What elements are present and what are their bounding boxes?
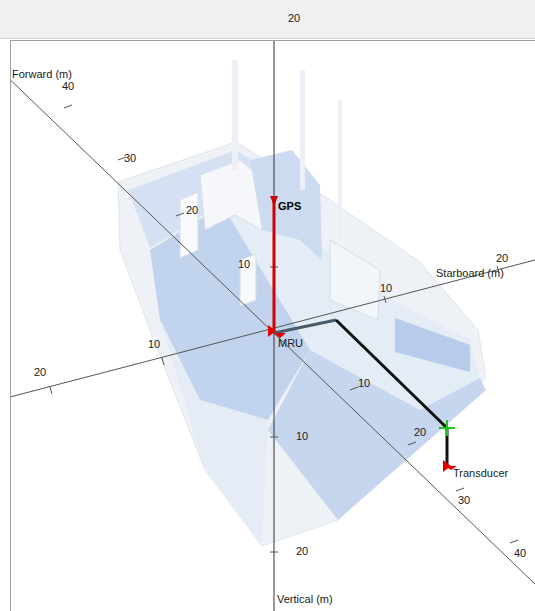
tick-number: 10 — [358, 377, 370, 390]
tick-number: 40 — [514, 547, 526, 560]
axis-title: Starboard (m) — [436, 267, 504, 280]
axis-title: Forward (m) — [12, 68, 72, 81]
tick-number: 10 — [238, 258, 250, 271]
tick-number: 20 — [186, 204, 198, 217]
tick-number: 10 — [148, 338, 160, 351]
axis-title: Vertical (m) — [277, 593, 333, 606]
title-bar — [0, 0, 535, 39]
tick-number: 20 — [34, 366, 46, 379]
sensor-label: Transducer — [453, 467, 508, 480]
tick-number: 30 — [124, 152, 136, 165]
tick-number: 20 — [288, 12, 300, 25]
tick-number: 20 — [296, 545, 308, 558]
tick-number: 30 — [458, 494, 470, 507]
tick-number: 20 — [496, 252, 508, 265]
tick-number: 10 — [296, 430, 308, 443]
sensor-label: MRU — [278, 337, 303, 350]
tick-number: 10 — [380, 282, 392, 295]
sensor-label: GPS — [278, 200, 301, 213]
tick-number: 20 — [414, 426, 426, 439]
tick-number: 40 — [62, 80, 74, 93]
